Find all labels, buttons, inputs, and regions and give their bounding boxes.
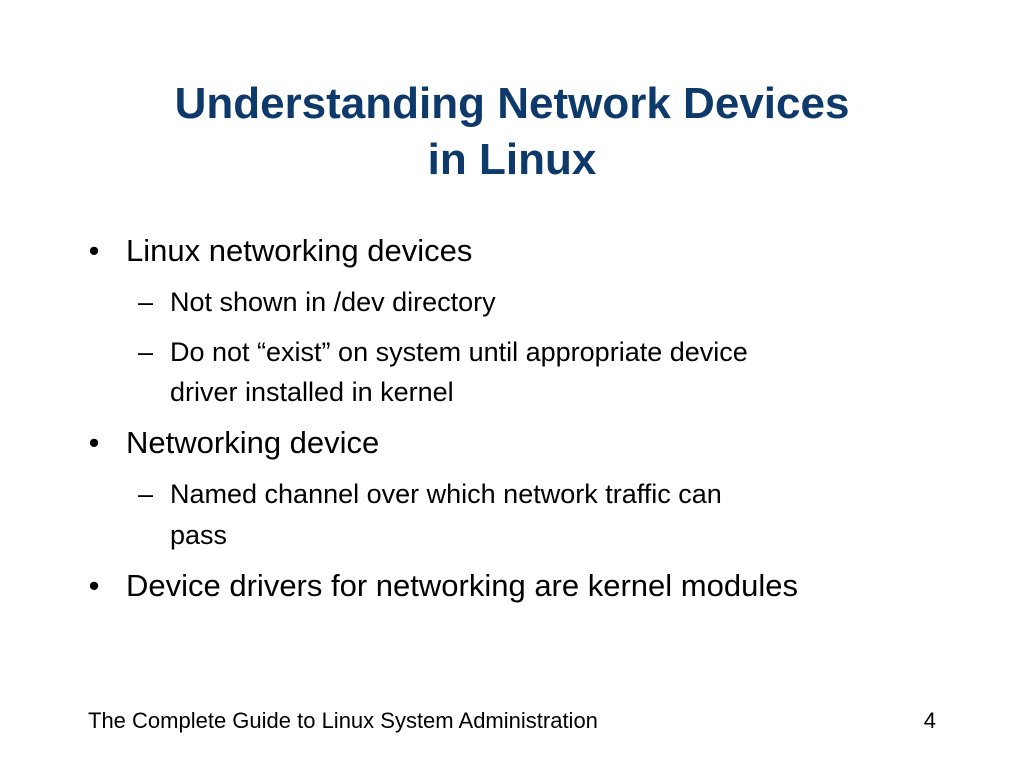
sub-bullet-text: driver installed in kernel [170,377,454,407]
sub-bullet-text: Do not “exist” on system until appropria… [170,337,748,367]
bullet-marker: • [88,233,100,268]
sub-bullet-text: Named channel over which network traffic… [170,479,722,509]
sub-bullet-text: pass [170,520,228,550]
bullet-item: • Linux networking devices [89,232,473,270]
sub-bullet-item: – Named channel over which network traff… [138,476,930,512]
sub-bullet-marker: – [138,287,154,317]
slide-title-line-2: in Linux [427,135,597,184]
bullet-item: • Device drivers for networking are kern… [89,567,798,605]
bullet-text: Networking device [126,425,380,460]
sub-bullet-item: – Not shown in /dev directory [138,284,930,320]
sub-bullet-marker: – [138,479,154,509]
sub-bullet-continuation: driver installed in kernel [170,374,930,410]
sub-bullet-text: Not shown in /dev directory [170,287,496,317]
sub-bullet-continuation: pass [170,517,930,553]
bullet-text: Linux networking devices [126,233,473,268]
sub-bullet-item: – Do not “exist” on system until appropr… [138,334,930,370]
sub-bullet-marker: – [138,337,154,367]
bullet-text: Device drivers for networking are kernel… [126,568,798,603]
slide-title-line-1: Understanding Network Devices [174,79,850,128]
page-number: 4 [923,708,936,733]
slide-title: Understanding Network Devices in Linux [60,76,964,188]
bullet-marker: • [88,568,100,603]
bullet-item: • Networking device [89,424,380,462]
slide-footer: The Complete Guide to Linux System Admin… [88,708,598,733]
bullet-marker: • [88,425,100,460]
